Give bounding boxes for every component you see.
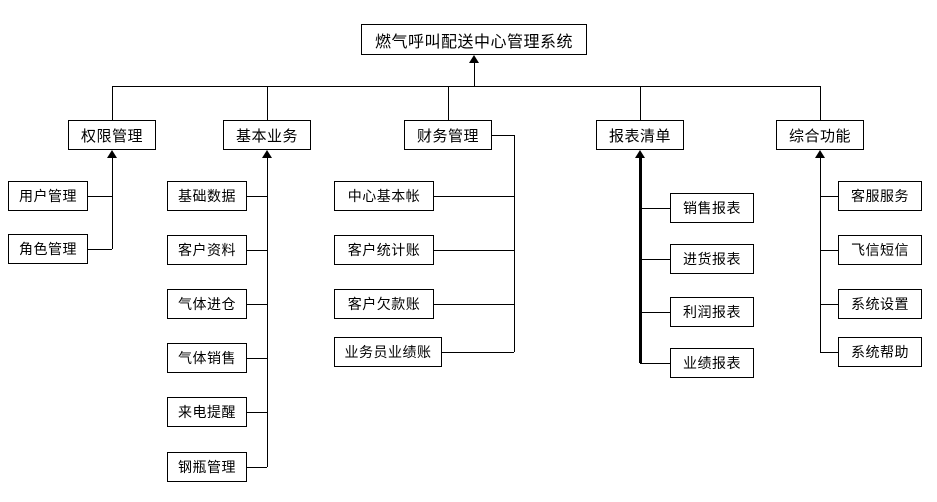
node-leaf-basic-business-5[interactable]: 钢瓶管理 — [167, 452, 247, 482]
connector-line — [247, 358, 267, 359]
connector-line — [448, 86, 449, 120]
connector-line — [820, 250, 838, 251]
connector-line — [88, 249, 112, 250]
connector-line — [639, 158, 642, 363]
node-branch-reports[interactable]: 报表清单 — [596, 120, 684, 150]
connector-line — [640, 86, 641, 120]
connector-line — [267, 86, 268, 120]
connector-line — [434, 304, 514, 305]
arrow-up-icon — [635, 150, 645, 158]
node-leaf-reports-2[interactable]: 利润报表 — [670, 297, 754, 327]
node-leaf-basic-business-1[interactable]: 客户资料 — [167, 235, 247, 265]
node-leaf-finance-2[interactable]: 客户欠款账 — [334, 289, 434, 319]
node-leaf-basic-business-0[interactable]: 基础数据 — [167, 181, 247, 211]
connector-line — [820, 86, 821, 120]
connector-line — [247, 467, 267, 468]
connector-line — [820, 304, 838, 305]
node-leaf-integrated-2[interactable]: 系统设置 — [838, 289, 922, 319]
connector-line — [112, 86, 820, 87]
connector-line — [820, 352, 838, 353]
connector-line — [88, 196, 112, 197]
node-leaf-basic-business-2[interactable]: 气体进仓 — [167, 289, 247, 319]
connector-line — [112, 86, 113, 120]
node-leaf-integrated-1[interactable]: 飞信短信 — [838, 235, 922, 265]
node-leaf-permission-1[interactable]: 角色管理 — [8, 234, 88, 264]
connector-line — [640, 363, 670, 364]
node-leaf-basic-business-4[interactable]: 来电提醒 — [167, 397, 247, 427]
node-leaf-basic-business-3[interactable]: 气体销售 — [167, 343, 247, 373]
node-leaf-finance-3[interactable]: 业务员业绩账 — [334, 337, 442, 367]
node-leaf-reports-3[interactable]: 业绩报表 — [670, 348, 754, 378]
connector-line — [640, 208, 670, 209]
arrow-up-icon — [815, 150, 825, 158]
node-leaf-integrated-0[interactable]: 客服服务 — [838, 181, 922, 211]
connector-line — [267, 158, 268, 467]
arrow-up-icon — [469, 55, 479, 63]
connector-line — [514, 135, 515, 352]
connector-line — [492, 135, 514, 136]
node-branch-integrated[interactable]: 综合功能 — [776, 120, 864, 150]
connector-line — [820, 158, 821, 352]
node-root[interactable]: 燃气呼叫配送中心管理系统 — [361, 24, 587, 55]
connector-line — [442, 352, 514, 353]
connector-line — [247, 250, 267, 251]
connector-line — [640, 259, 670, 260]
node-branch-basic-business[interactable]: 基本业务 — [223, 120, 311, 150]
connector-line — [640, 312, 670, 313]
node-leaf-reports-1[interactable]: 进货报表 — [670, 244, 754, 274]
node-leaf-finance-1[interactable]: 客户统计账 — [334, 235, 434, 265]
node-branch-finance[interactable]: 财务管理 — [404, 120, 492, 150]
node-leaf-integrated-3[interactable]: 系统帮助 — [838, 337, 922, 367]
connector-line — [434, 250, 514, 251]
connector-line — [474, 63, 475, 86]
node-leaf-finance-0[interactable]: 中心基本帐 — [334, 181, 434, 211]
connector-line — [247, 412, 267, 413]
node-leaf-reports-0[interactable]: 销售报表 — [670, 193, 754, 223]
connector-line — [112, 158, 113, 249]
connector-line — [820, 196, 838, 197]
connector-line — [247, 304, 267, 305]
arrow-up-icon — [262, 150, 272, 158]
arrow-up-icon — [107, 150, 117, 158]
node-branch-permission[interactable]: 权限管理 — [68, 120, 156, 150]
connector-line — [434, 196, 514, 197]
connector-line — [247, 196, 267, 197]
node-leaf-permission-0[interactable]: 用户管理 — [8, 181, 88, 211]
